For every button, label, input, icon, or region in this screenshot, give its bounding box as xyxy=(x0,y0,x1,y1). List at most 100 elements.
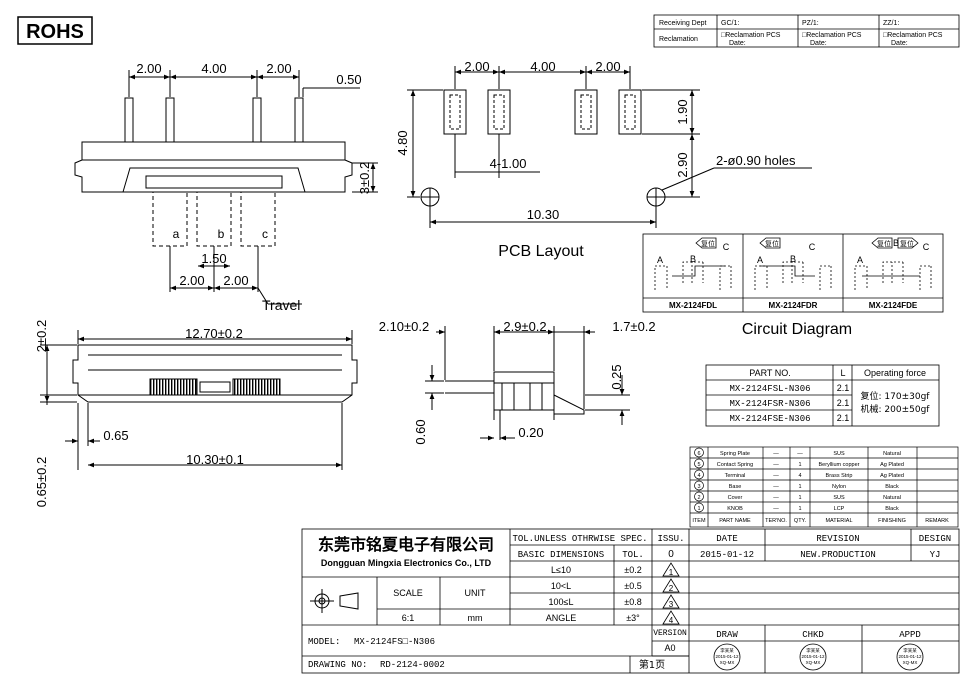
pcb-dim-center: 4.00 xyxy=(530,59,555,74)
circuit-model-fdl: MX-2124FDL xyxy=(669,301,717,310)
rev-mark-3: 3 xyxy=(669,600,674,609)
tol-header: TOL.UNLESS OTHRWISE SPEC. xyxy=(512,534,647,544)
bom-header-item: ITEM xyxy=(692,518,706,524)
bom-row-6-item: 1 xyxy=(697,506,700,512)
pz-date: Date: xyxy=(810,40,827,47)
rohs-label: ROHS xyxy=(26,21,84,43)
bom-row-3-finish: Ag Plated xyxy=(880,473,904,479)
position-a: a xyxy=(173,227,180,241)
circuit3-terminal-c: C xyxy=(923,242,930,252)
rev-mark-1: 1 xyxy=(669,568,674,577)
header-table xyxy=(653,14,960,48)
rev-mark-2: 2 xyxy=(669,584,674,593)
design-header: DESIGN xyxy=(919,534,951,544)
zz-date: Date: xyxy=(891,40,908,47)
tol-range-1: L≤10 xyxy=(551,565,571,575)
tol-value-4: ±3° xyxy=(626,613,640,623)
bom-row-2-ter: — xyxy=(773,462,779,468)
pcb-layout xyxy=(407,66,812,228)
bom-row-1-finish: Natural xyxy=(883,451,901,457)
revision-description: NEW.PRODUCTION xyxy=(800,550,876,560)
bom-header-finish: FINISHING xyxy=(878,518,906,524)
side-dim-pitch-left: 2.00 xyxy=(136,61,161,76)
end-dim-shaft-height: 0.60 xyxy=(413,419,428,444)
circuit-model-fdr: MX-2124FDR xyxy=(769,301,818,310)
part-row-2-l: 2.1 xyxy=(837,398,850,408)
circuit2-terminal-a: A xyxy=(757,255,763,265)
scale-value: 6:1 xyxy=(402,613,415,623)
scale-header: SCALE xyxy=(393,588,423,598)
version-header: VERSION xyxy=(653,629,687,638)
pcb-dim-pad-width: 4-1.00 xyxy=(490,156,527,171)
part-header-partno: PART NO. xyxy=(749,368,791,378)
bom-row-1-material: SUS xyxy=(833,451,845,457)
part-row-3-l: 2.1 xyxy=(837,413,850,423)
model-value: MX-2124FS□-N306 xyxy=(354,637,435,647)
bom-row-4-qty: 1 xyxy=(798,484,801,490)
side-dim-pitch-center: 4.00 xyxy=(201,61,226,76)
pcb-dim-hole-offset: 2.90 xyxy=(675,152,690,177)
draw-stamp-line2: 2015-01-12 xyxy=(715,654,739,659)
bom-row-4-name: Base xyxy=(729,484,742,490)
circuit3-terminal-a: A xyxy=(857,255,863,265)
bom-row-6-finish: Black xyxy=(885,506,899,512)
holes-note: 2-ø0.90 holes xyxy=(716,153,796,168)
zz-label: ZZ/1: xyxy=(883,20,899,27)
bom-row-6-qty: 1 xyxy=(798,506,801,512)
chkd-stamp-line3: XQ-MX xyxy=(806,660,821,665)
circuit-model-fde: MX-2124FDE xyxy=(869,301,918,310)
front-dim-base: 0.65±0.2 xyxy=(34,457,49,508)
bom-row-6-ter: — xyxy=(773,506,779,512)
part-row-2-partno: MX-2124FSR-N306 xyxy=(729,399,810,409)
issu-label: ISSU. xyxy=(657,534,684,544)
pcb-dim-hole-span: 10.30 xyxy=(527,207,560,222)
bom-row-3-ter: — xyxy=(773,473,779,479)
tol-label: TOL. xyxy=(622,550,644,560)
circuit-diagram-title: Circuit Diagram xyxy=(742,321,852,338)
bom-row-1-name: Spring Plate xyxy=(720,451,750,457)
chkd-stamp-line1: 李某某 xyxy=(806,647,820,654)
part-row-3-partno: MX-2124FSE-N306 xyxy=(729,414,810,424)
bom-header-material: MATERIAL xyxy=(825,518,852,524)
version-value: A0 xyxy=(664,643,675,653)
basic-dimensions-label: BASIC DIMENSIONS xyxy=(518,550,604,560)
company-name-en: Dongguan Mingxia Electronics Co., LTD xyxy=(321,558,492,568)
part-table xyxy=(705,364,940,427)
bom-row-1-ter: — xyxy=(773,451,779,457)
title-block xyxy=(301,528,960,674)
side-dim-knob: 1.50 xyxy=(201,251,226,266)
company-name-cn: 东莞市铭夏电子有限公司 xyxy=(318,535,494,554)
rohs-box xyxy=(17,16,93,45)
end-dim-thickness: 0.25 xyxy=(609,364,624,389)
issue-number: 0 xyxy=(668,549,674,560)
force-mech: 机械: 200±50gf xyxy=(861,403,931,415)
appd-stamp-line2: 2015-01-12 xyxy=(898,654,922,659)
appd-stamp-line1: 李某某 xyxy=(903,647,917,654)
receiving-dept-label: Receiving Dept xyxy=(659,20,707,27)
bom-row-5-material: SUS xyxy=(833,495,845,501)
circuit1-terminal-b: B xyxy=(690,254,696,264)
bom-row-6-name: KNOB xyxy=(727,506,743,512)
bom-table xyxy=(689,446,959,528)
end-dim-lever: 1.7±0.2 xyxy=(612,319,655,334)
bom-row-1-qty: — xyxy=(797,451,803,457)
pcb-dim-height: 4.80 xyxy=(395,130,410,155)
part-header-l: L xyxy=(840,368,845,378)
end-view xyxy=(425,326,630,441)
designer: YJ xyxy=(930,550,941,560)
drawing-no-label: DRAWING NO: xyxy=(308,660,367,670)
bom-row-5-ter: — xyxy=(773,495,779,501)
tol-value-1: ±0.2 xyxy=(624,565,641,575)
rev-mark-4: 4 xyxy=(669,616,674,625)
circuit2-terminal-b: B xyxy=(790,254,796,264)
tol-range-4: ANGLE xyxy=(546,613,577,623)
circuit1-terminal-c: C xyxy=(723,242,730,252)
bom-row-3-qty: 4 xyxy=(798,473,801,479)
bom-row-5-item: 2 xyxy=(697,495,700,501)
pcb-layout-title: PCB Layout xyxy=(498,243,584,260)
bom-row-2-item: 5 xyxy=(697,462,700,468)
draw-stamp-line3: XQ-MX xyxy=(720,660,735,665)
bom-header-qty: QTY. xyxy=(794,518,807,524)
front-dim-length: 12.70±0.2 xyxy=(185,326,243,341)
